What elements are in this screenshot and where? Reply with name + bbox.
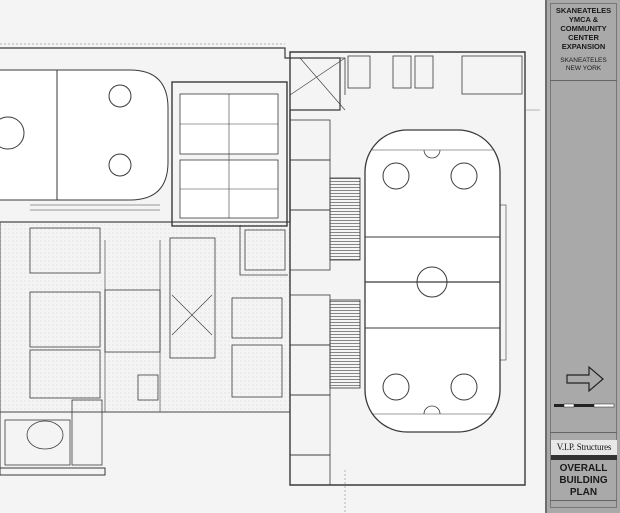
title-block-divider (550, 432, 617, 433)
title-block-frame (550, 3, 617, 508)
gymnasium-courts (171, 81, 288, 227)
firm-logo: V.I.P. Structures (551, 440, 617, 455)
title-block-divider (550, 80, 617, 81)
project-name: SKANEATELES YMCA & COMMUNITY CENTER EXPA… (555, 6, 612, 51)
scale-bar-icon (554, 403, 615, 408)
sheet-title: OVERALL BUILDING PLAN (559, 463, 608, 498)
bleachers (329, 177, 361, 389)
north-arrow-icon (566, 365, 604, 393)
project-location: SKANEATELES NEW YORK (560, 57, 607, 72)
new-ice-rink (364, 129, 507, 433)
existing-building (0, 47, 341, 476)
firm-logo-bar (551, 455, 617, 460)
support-rooms (0, 119, 331, 486)
title-block: SKANEATELES YMCA & COMMUNITY CENTER EXPA… (545, 0, 620, 513)
title-block-divider (550, 500, 617, 501)
site-lines (0, 43, 540, 513)
existing-ice-rink (0, 69, 169, 211)
floor-plan (0, 0, 545, 513)
